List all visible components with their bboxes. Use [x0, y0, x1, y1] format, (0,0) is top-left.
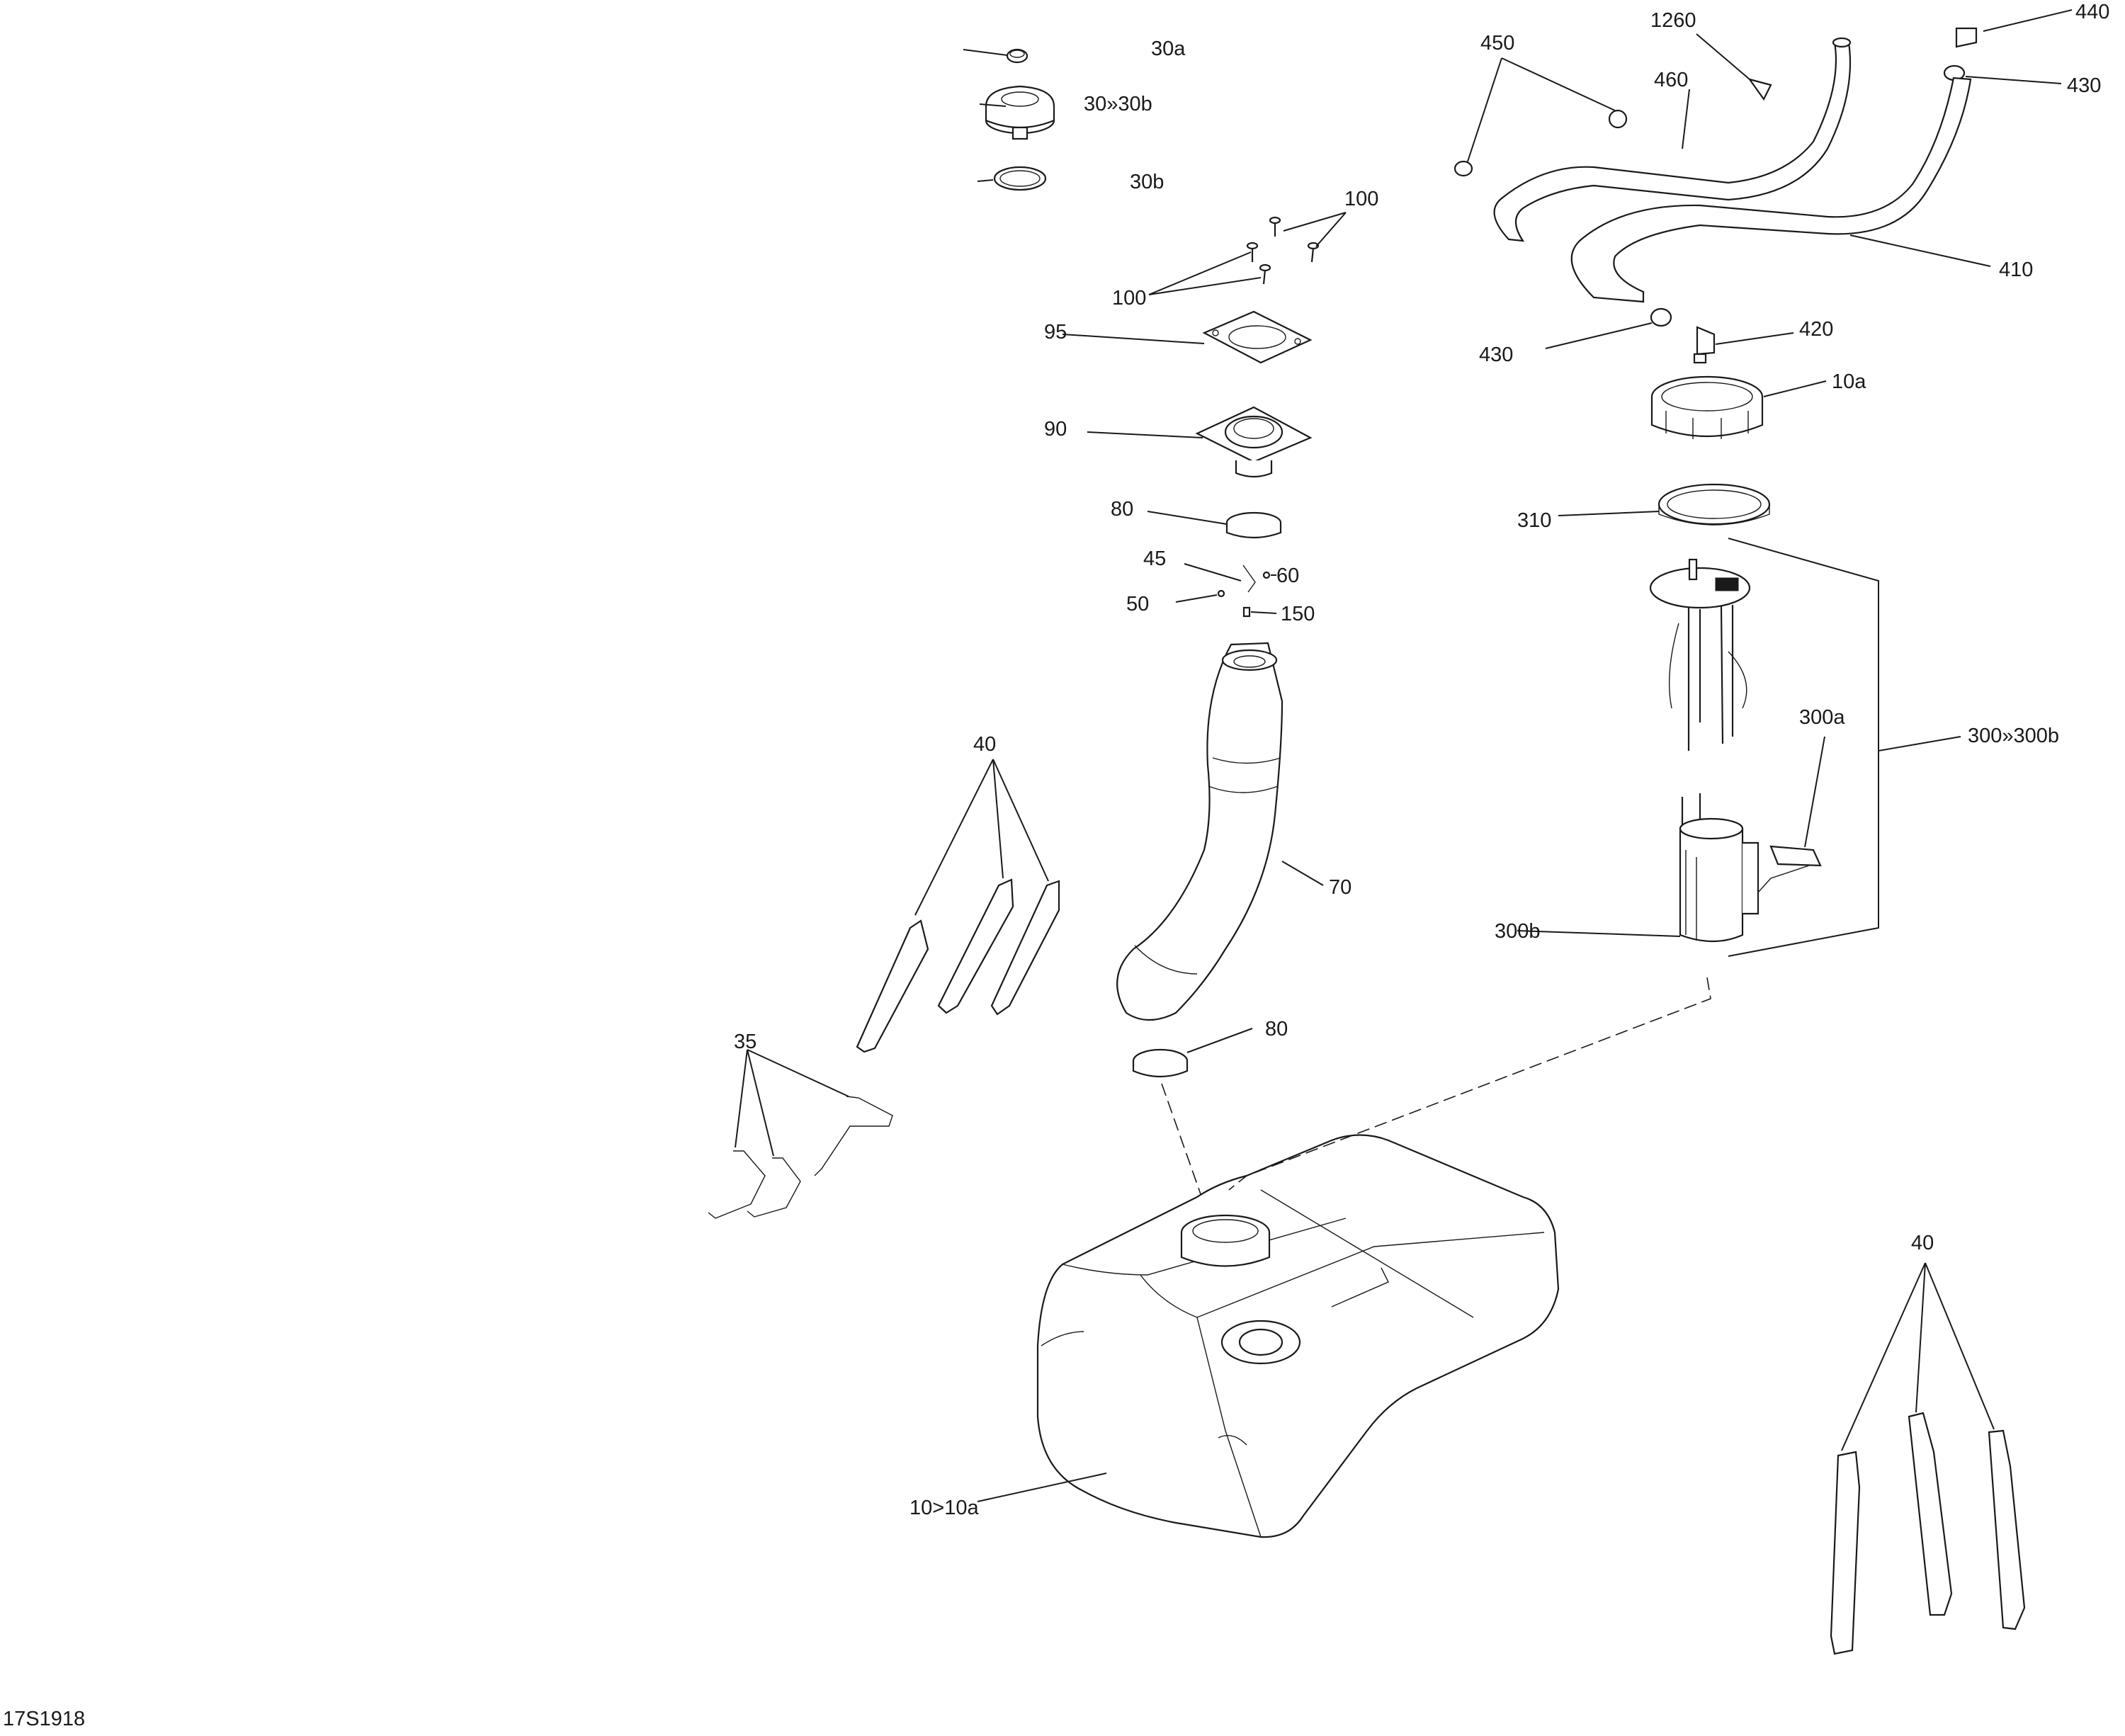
part-430-bottom-fitting[interactable] — [1650, 307, 1672, 327]
part-95-gasket[interactable] — [1202, 310, 1313, 364]
callout-40-left[interactable]: 40 — [973, 733, 996, 756]
callout-430-top[interactable]: 430 — [2067, 74, 2101, 97]
part-450-clamps[interactable] — [1454, 109, 1628, 177]
part-410-vent-hose[interactable] — [1570, 76, 1972, 303]
part-70-filler-hose[interactable] — [1116, 642, 1284, 1021]
callout-430-bottom[interactable]: 430 — [1479, 344, 1513, 366]
part-300b-pump[interactable] — [1679, 793, 1760, 943]
callout-100-bottom[interactable]: 100 — [1112, 287, 1146, 310]
callout-80-top[interactable]: 80 — [1111, 498, 1133, 521]
part-40-straps-left[interactable] — [856, 878, 1060, 1053]
part-35-brackets[interactable] — [708, 1096, 893, 1219]
part-300a-float[interactable] — [1757, 845, 1822, 893]
drawing-code: 17S1918 — [3, 1708, 85, 1730]
callout-10-10a[interactable]: 10>10a — [910, 1497, 979, 1519]
callout-30a[interactable]: 30a — [1151, 38, 1186, 60]
callout-80-bottom[interactable]: 80 — [1265, 1018, 1288, 1040]
part-30-fuel-cap[interactable] — [985, 85, 1055, 140]
callout-310[interactable]: 310 — [1517, 509, 1551, 532]
part-80-clamp-top[interactable] — [1225, 511, 1282, 539]
part-460-vent-hose[interactable] — [1493, 37, 1852, 242]
part-10a-lock-ring[interactable] — [1650, 375, 1764, 439]
callout-420[interactable]: 420 — [1799, 318, 1833, 341]
callout-35[interactable]: 35 — [734, 1031, 756, 1053]
callout-100-top[interactable]: 100 — [1344, 188, 1378, 210]
part-310-seal[interactable] — [1658, 483, 1771, 526]
part-440-fitting[interactable] — [1955, 27, 1978, 48]
part-30a[interactable] — [1006, 48, 1028, 64]
part-60-nut[interactable] — [1262, 571, 1271, 579]
callout-90[interactable]: 90 — [1044, 418, 1067, 441]
part-100-screws[interactable] — [1246, 216, 1320, 285]
part-10-fuel-tank[interactable] — [1036, 1134, 1560, 1538]
callout-440[interactable]: 440 — [2075, 1, 2109, 23]
callout-50[interactable]: 50 — [1126, 593, 1149, 615]
callout-300-300b[interactable]: 300»300b — [1968, 725, 2059, 747]
part-150-screw[interactable] — [1242, 606, 1251, 618]
callout-150[interactable]: 150 — [1281, 603, 1315, 625]
callouts: 30a 30»30b 30b 100 100 95 90 80 45 60 50… — [3, 1, 2109, 1730]
callout-45[interactable]: 45 — [1143, 548, 1166, 570]
callout-1260[interactable]: 1260 — [1650, 9, 1696, 32]
callout-95[interactable]: 95 — [1044, 321, 1067, 344]
callout-460[interactable]: 460 — [1654, 69, 1688, 91]
part-40-straps-right[interactable] — [1830, 1412, 2026, 1655]
part-45-strap[interactable] — [1242, 565, 1256, 593]
callout-70[interactable]: 70 — [1329, 876, 1352, 899]
callout-30b[interactable]: 30b — [1130, 171, 1164, 193]
callout-40-right[interactable]: 40 — [1911, 1232, 1934, 1254]
part-1260-clip[interactable] — [1747, 78, 1772, 101]
callout-30-30b[interactable]: 30»30b — [1084, 93, 1152, 115]
callout-10a[interactable]: 10a — [1832, 370, 1866, 393]
callout-300b[interactable]: 300b — [1495, 920, 1541, 943]
part-300-pump-head[interactable] — [1649, 558, 1751, 751]
part-50-washer[interactable] — [1217, 589, 1225, 598]
callout-410[interactable]: 410 — [1999, 259, 2033, 281]
part-90-flange[interactable] — [1195, 406, 1313, 478]
callout-60[interactable]: 60 — [1276, 565, 1299, 587]
part-80-clamp-bottom[interactable] — [1132, 1048, 1189, 1078]
part-30b-o-ring[interactable] — [993, 166, 1047, 191]
part-420-connector[interactable] — [1693, 326, 1716, 364]
callout-300a[interactable]: 300a — [1799, 706, 1845, 729]
callout-450[interactable]: 450 — [1480, 32, 1514, 55]
